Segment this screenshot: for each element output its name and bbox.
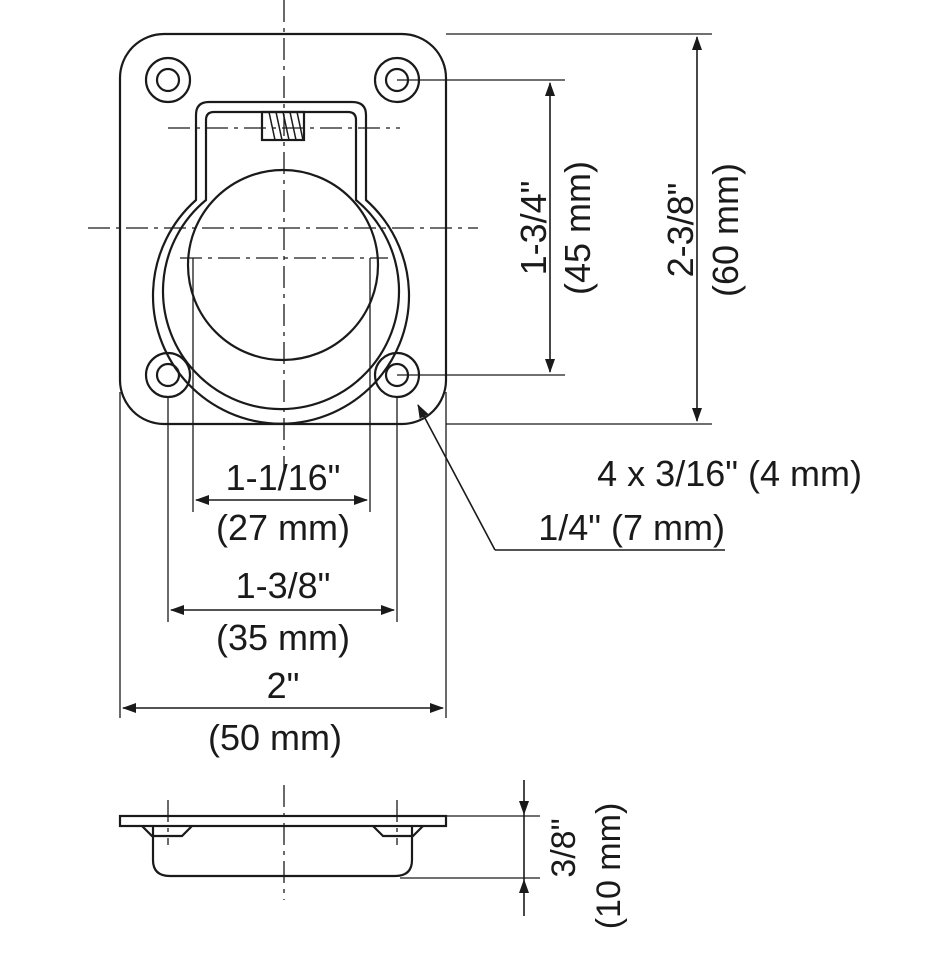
dim-depth-inch: 3/8" xyxy=(545,818,583,877)
counterbore-callout: 1/4" (7 mm) xyxy=(538,507,725,548)
recess-profile xyxy=(151,826,414,878)
lift-ring-outer xyxy=(151,100,411,425)
screw-hole-bottom-left xyxy=(144,351,192,399)
dim-45-mm: (45 mm) xyxy=(557,161,598,295)
dim-60-inch: 2-3/8" xyxy=(660,183,701,278)
dim-45-inch: 1-3/4" xyxy=(513,181,554,276)
dim-depth-mm: (10 mm) xyxy=(590,803,628,930)
dimension-lines xyxy=(119,33,725,916)
dim-50-inch: 2" xyxy=(267,665,300,706)
top-view xyxy=(88,0,478,470)
dim-60-mm: (60 mm) xyxy=(705,163,746,297)
dim-35-inch: 1-3/8" xyxy=(236,565,331,606)
recess-circle xyxy=(186,168,380,362)
dim-27-inch: 1-1/16" xyxy=(226,457,341,498)
lift-ring-inner xyxy=(161,110,401,411)
screw-hole-top-left xyxy=(144,56,192,104)
screw-hole-callout: 4 x 3/16" (4 mm) xyxy=(597,453,862,494)
side-view xyxy=(118,785,448,900)
dim-50-mm: (50 mm) xyxy=(208,717,342,758)
hinge-spring xyxy=(260,110,306,142)
labels: 1-3/4" (45 mm) 2-3/8" (60 mm) 4 x 3/16" … xyxy=(208,161,862,929)
dim-35-mm: (35 mm) xyxy=(216,617,350,658)
mounting-plate xyxy=(118,32,448,426)
dim-27-mm: (27 mm) xyxy=(216,507,350,548)
